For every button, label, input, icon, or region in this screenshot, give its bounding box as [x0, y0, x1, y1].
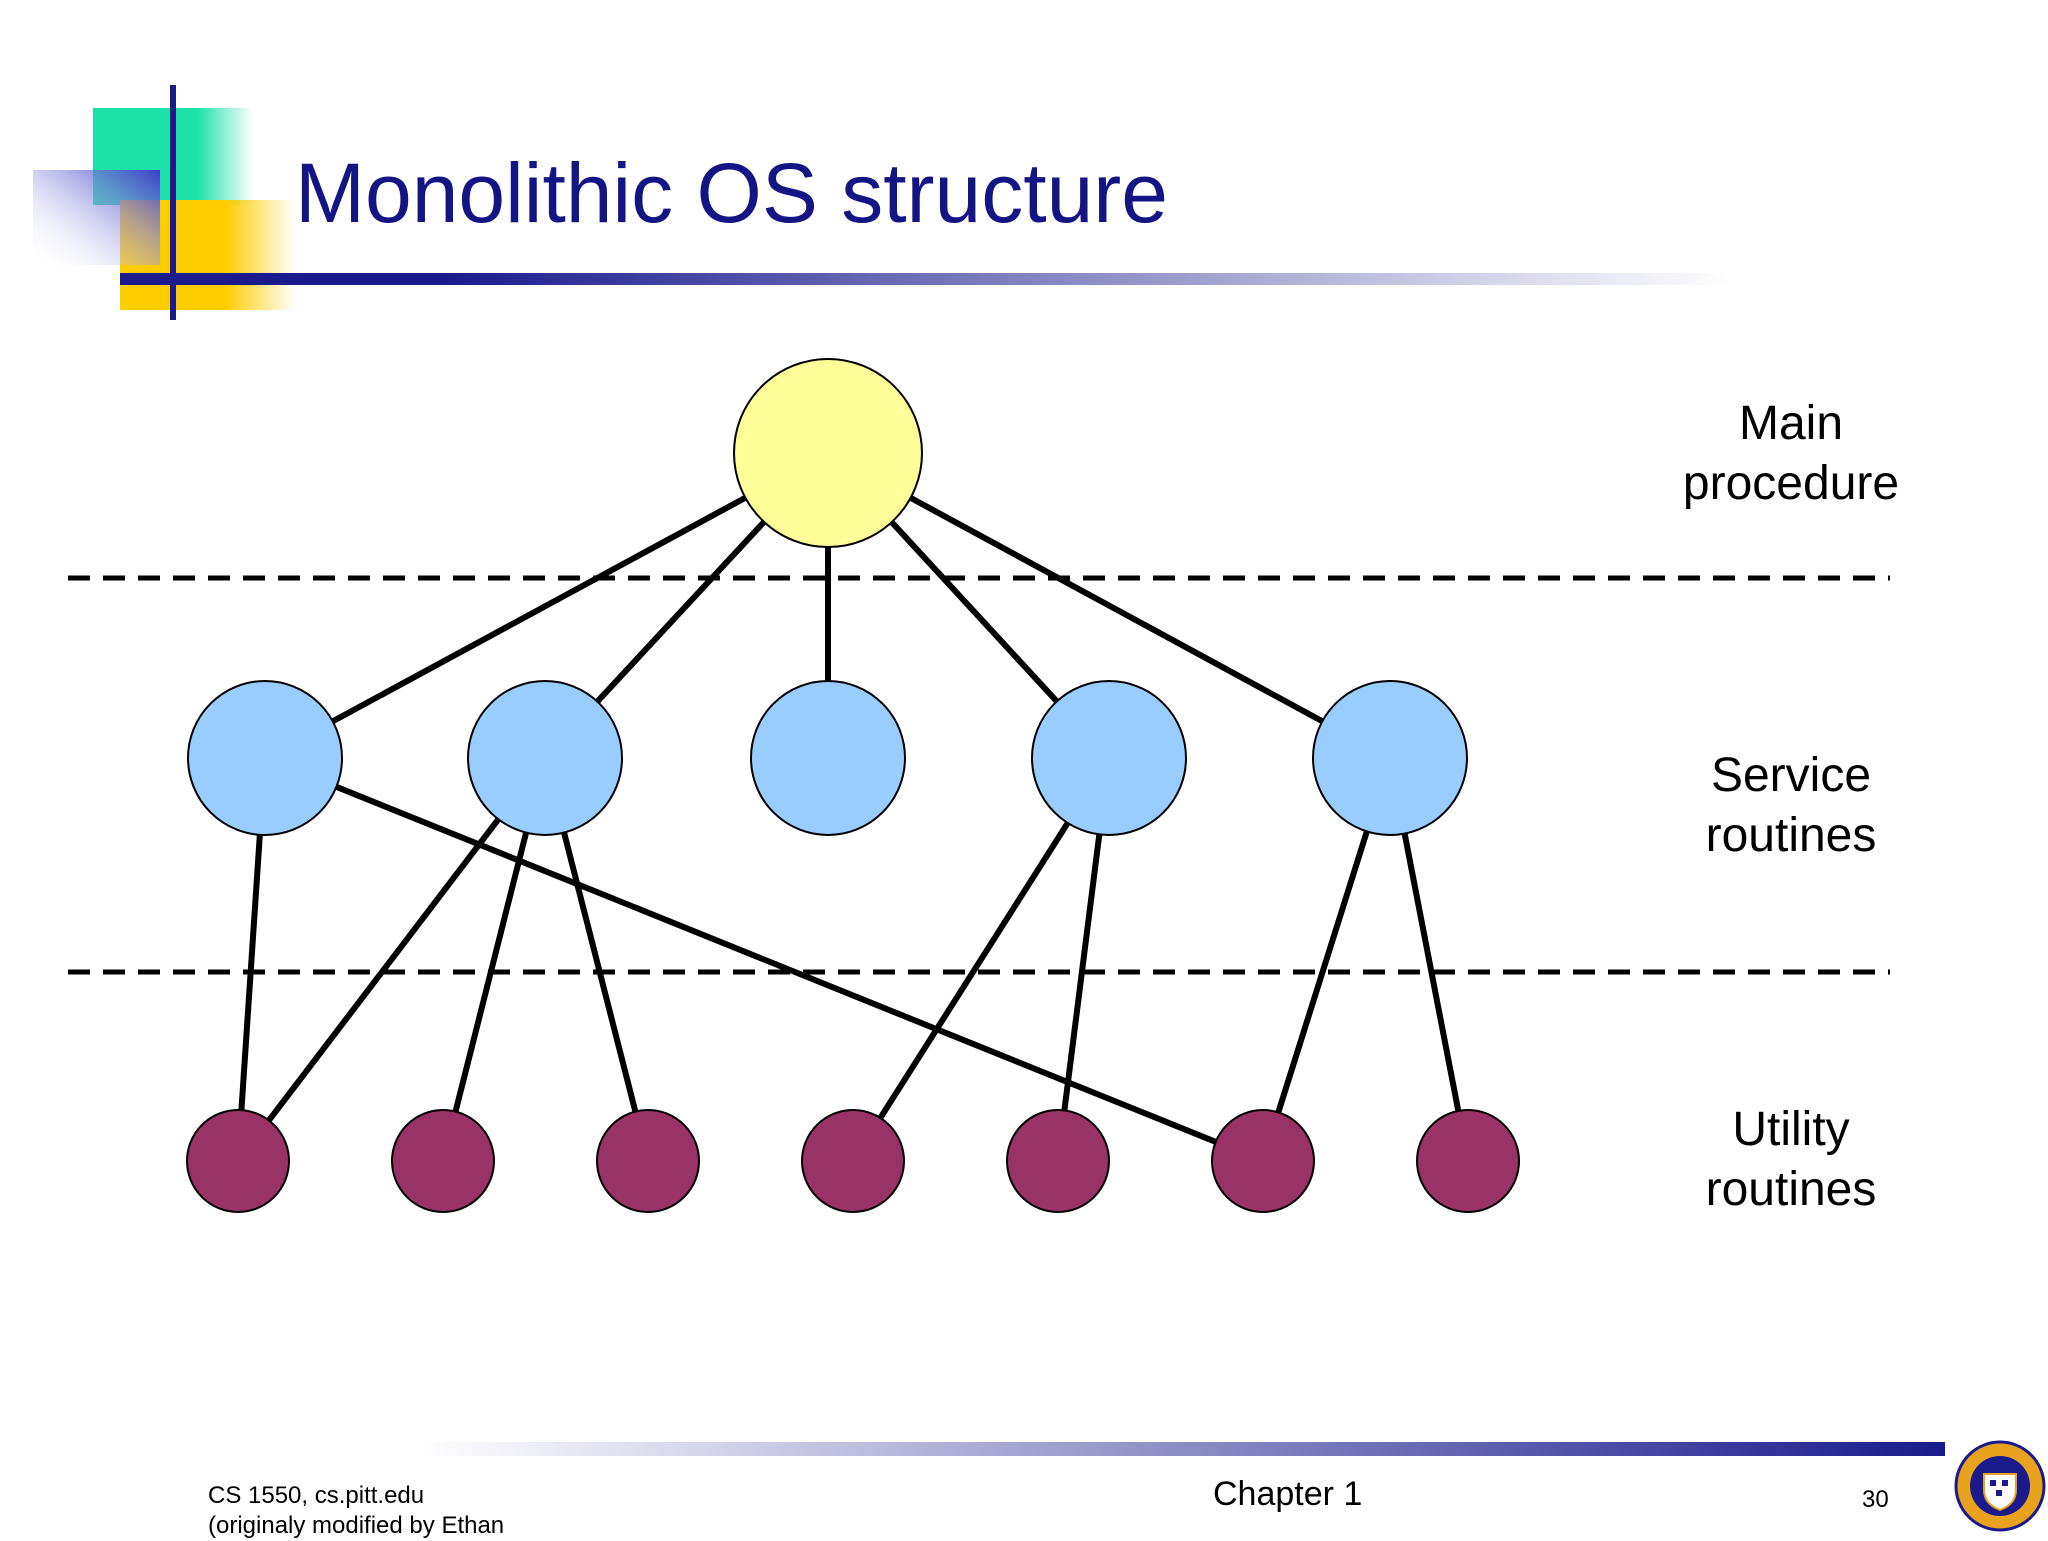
utility-routine-node-2 [391, 1109, 495, 1213]
edge-service4-utility4 [850, 755, 1112, 1164]
label-utility-routines: Utility routines [1641, 1100, 1941, 1220]
label-main-procedure-line1: Main [1738, 397, 1844, 450]
utility-routine-node-1 [186, 1109, 290, 1213]
label-main-procedure: Main procedure [1641, 394, 1941, 514]
utility-routine-node-3 [596, 1109, 700, 1213]
utility-routine-node-7 [1416, 1109, 1520, 1213]
label-service-routines-line1: Service [1710, 749, 1872, 802]
footer-decoration [420, 1442, 1945, 1456]
page-number: 30 [1862, 1486, 1889, 1513]
accent-vertical-bar [170, 85, 176, 320]
edge-main-service-1 [262, 450, 831, 761]
label-service-routines: Service routines [1641, 746, 1941, 866]
footer-chapter: Chapter 1 [1213, 1475, 1363, 1513]
university-seal-logo [1954, 1440, 2046, 1532]
accent-purple-square [33, 170, 160, 265]
service-routine-node-5 [1312, 680, 1468, 836]
main-procedure-node [733, 358, 923, 548]
label-service-routines-line2: routines [1705, 809, 1877, 862]
edge-main-service-5 [825, 450, 1393, 761]
service-routine-node-4 [1031, 680, 1187, 836]
service-routine-node-1 [187, 680, 343, 836]
footer-course-line1: CS 1550, cs.pitt.edu [208, 1482, 425, 1509]
utility-routine-node-4 [801, 1109, 905, 1213]
header-decoration [33, 85, 1730, 320]
service-routine-node-3 [750, 680, 906, 836]
utility-routine-node-5 [1006, 1109, 1110, 1213]
footer-course-info: CS 1550, cs.pitt.edu (originaly modified… [208, 1481, 504, 1541]
title-underline [120, 273, 1730, 285]
slide-title: Monolithic OS structure [295, 146, 1168, 240]
label-utility-routines-line1: Utility [1732, 1103, 1850, 1156]
footer-course-line2: (originaly modified by Ethan [208, 1512, 505, 1539]
footer-line [420, 1442, 1945, 1456]
service-routine-node-2 [467, 680, 623, 836]
edge-service2-utility1 [235, 755, 548, 1164]
label-main-procedure-line2: procedure [1682, 457, 1900, 510]
edge-service1-utility6 [262, 755, 1266, 1164]
label-utility-routines-line2: routines [1705, 1163, 1877, 1216]
utility-routine-node-6 [1211, 1109, 1315, 1213]
